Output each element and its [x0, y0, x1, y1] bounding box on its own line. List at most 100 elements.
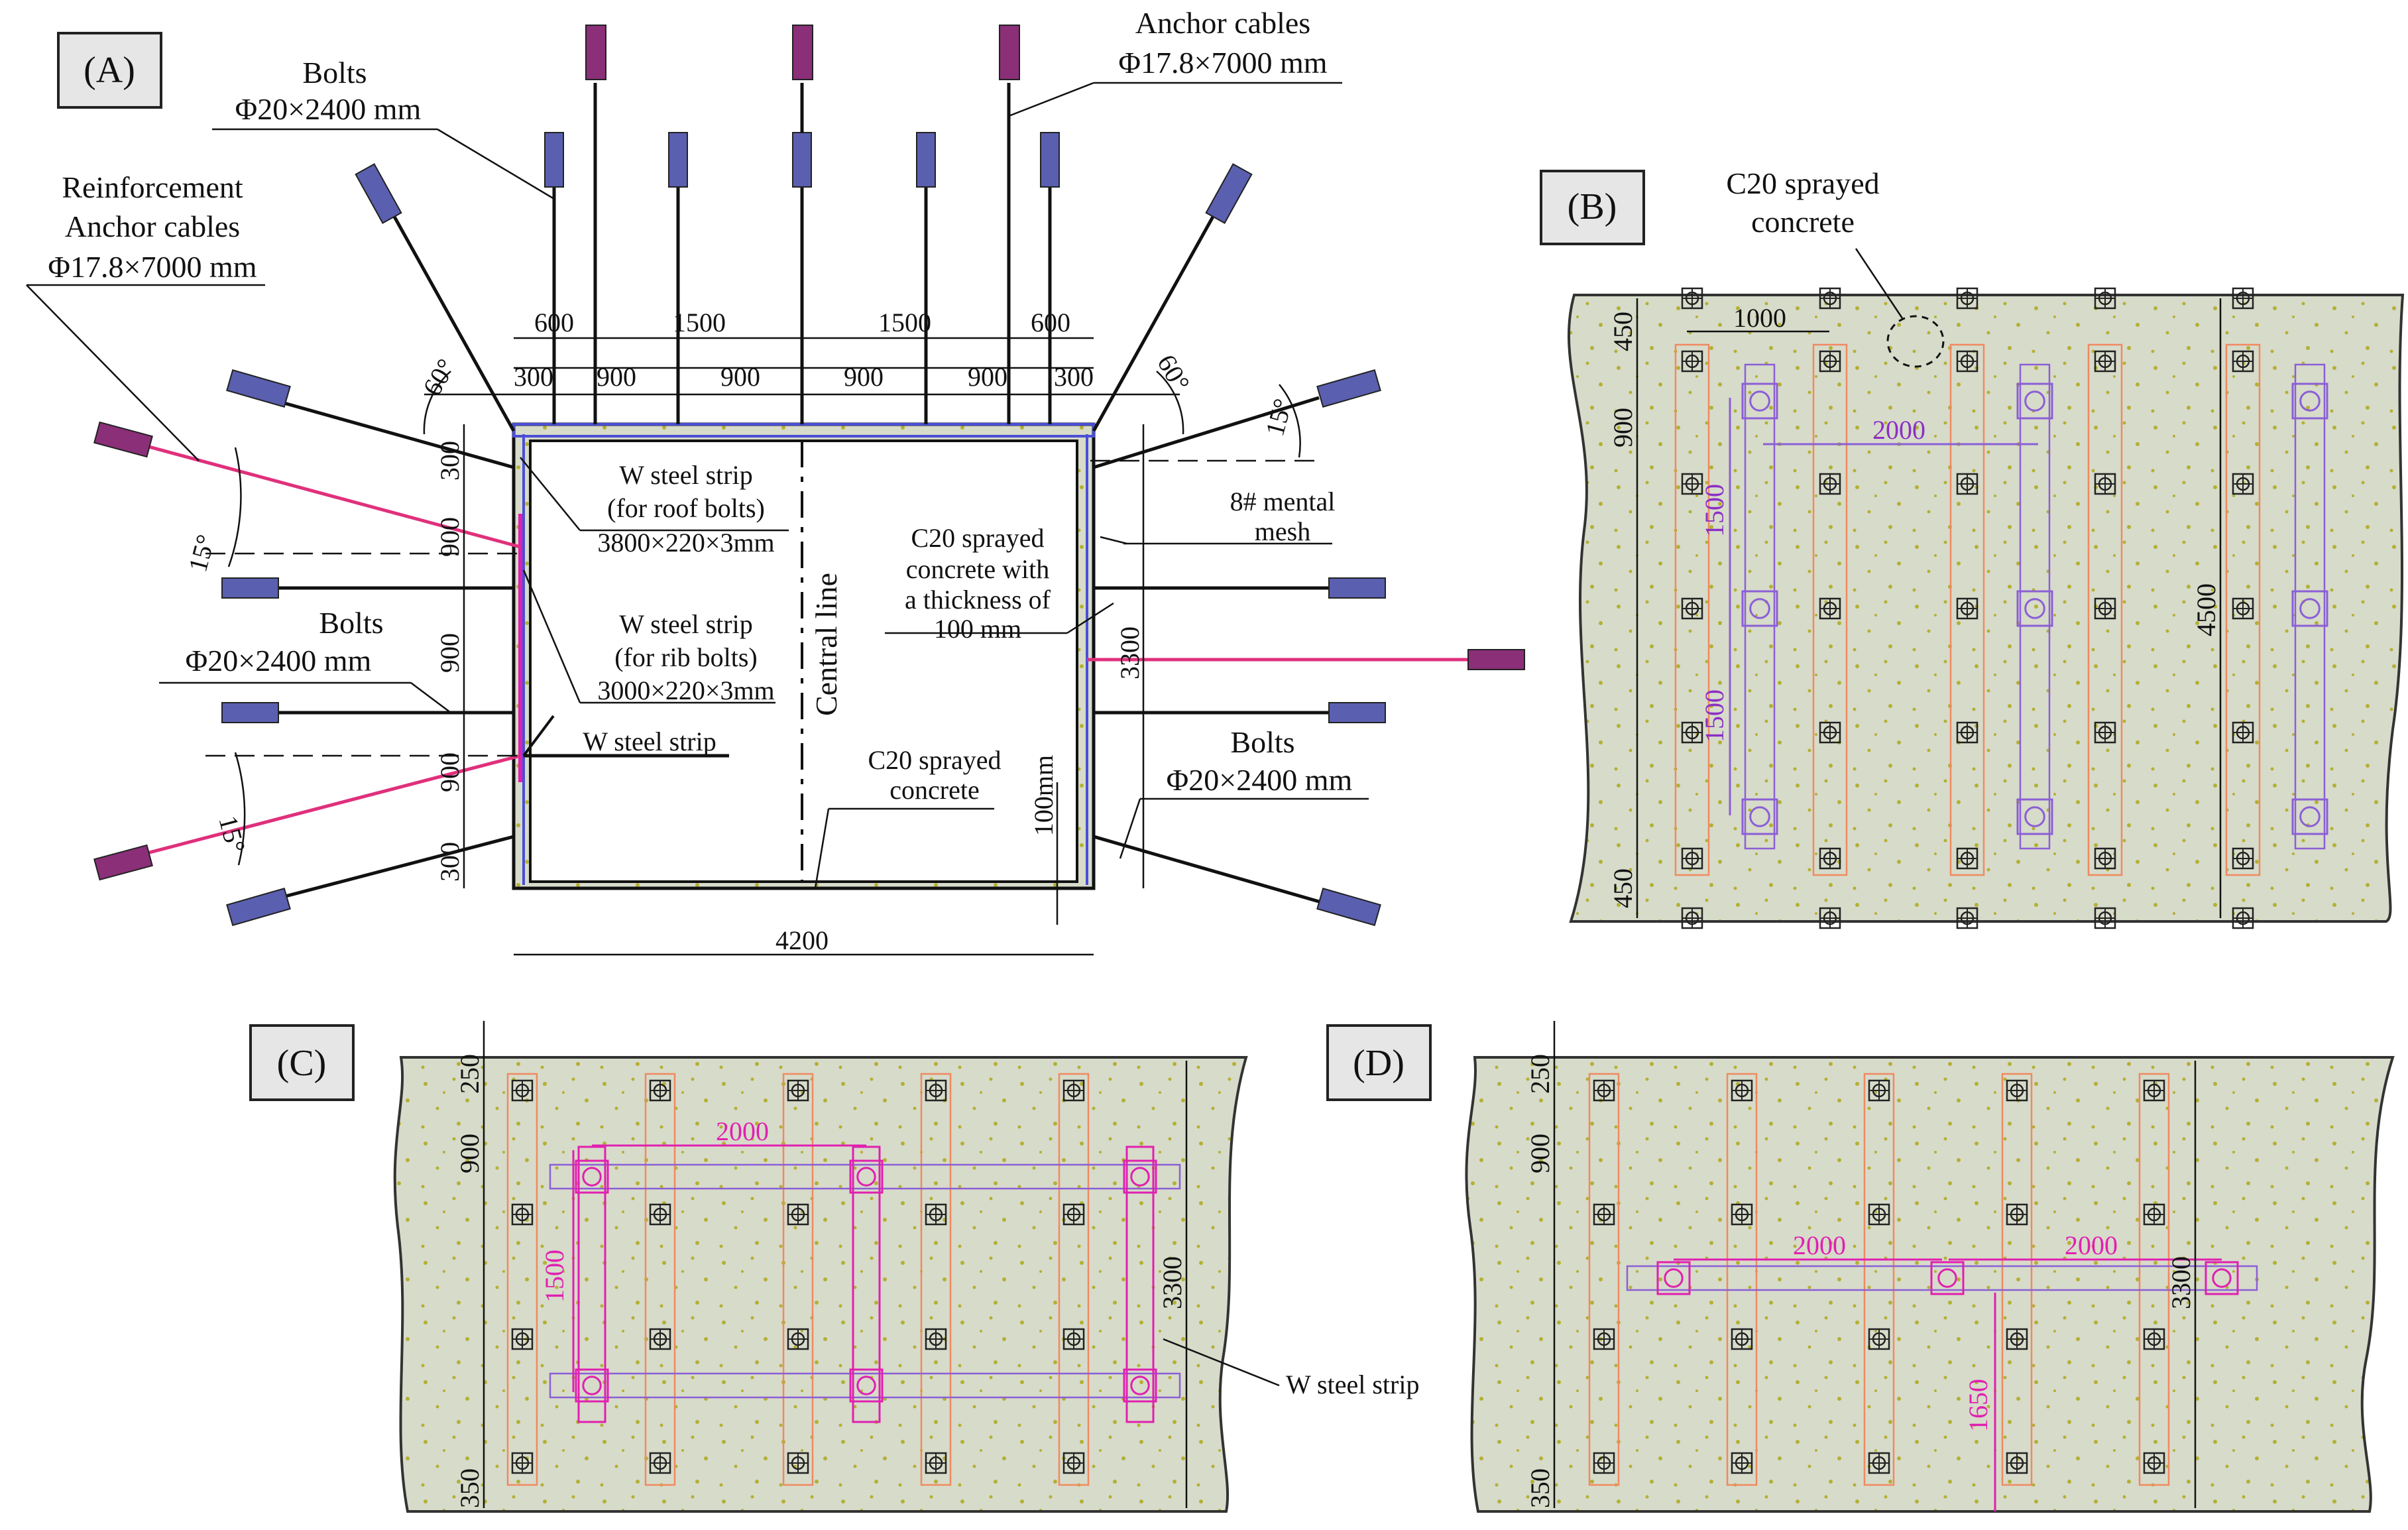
dim-300: 300: [435, 441, 465, 481]
strip-outline: [2225, 343, 2261, 876]
panel-c-strip-label: W steel strip: [1286, 1370, 1419, 1399]
panel-d-dim-3300: 3300: [2166, 1256, 2196, 1309]
bolt-head-icon: [1593, 1079, 1615, 1102]
panel-b-dim-1500: 1500: [1699, 484, 1729, 537]
bolt-plate-icon: [1328, 702, 1386, 723]
bolt-head-icon: [1868, 1452, 1890, 1474]
dim-900: 900: [435, 517, 465, 557]
rib-strip-size: 3000×220×3mm: [597, 676, 774, 705]
bolt-plate-icon: [1328, 577, 1386, 599]
metal-mesh-label: mesh: [1255, 516, 1310, 546]
sprayed-concrete-label: C20 sprayed: [911, 523, 1044, 553]
bolt-head-icon: [1681, 847, 1703, 870]
bolt-head-icon: [1062, 1079, 1085, 1102]
cable-head-icon: [1741, 382, 1778, 420]
panel-d: (D) 2000 2000 1650 250 900 350 3300: [1326, 1021, 2395, 1513]
angle-15-right: 15°: [1259, 396, 1298, 440]
bolt-plate-icon: [226, 887, 291, 927]
panel-d-dimension-lines: [1553, 1021, 2197, 1508]
cable-strip-outline: [549, 1372, 1181, 1399]
cable-anchor-icon: [1467, 649, 1525, 670]
dim-900: 900: [435, 633, 465, 673]
bolt-head-icon: [2232, 350, 2254, 373]
cable-anchor-icon: [93, 421, 153, 458]
reinforcement-anchor-label: Anchor cables: [65, 209, 240, 243]
bolt-head-icon: [2232, 597, 2254, 620]
strip-outline: [1588, 1073, 1620, 1486]
angle-15-upper: 15°: [182, 532, 221, 575]
bolt-head-icon: [649, 1203, 671, 1226]
cable-strip-outline: [1744, 363, 1776, 850]
bolt-head-icon: [1819, 597, 1841, 620]
roof-strip-label: W steel strip: [619, 460, 752, 490]
panel-c-dim-2000: 2000: [716, 1116, 769, 1146]
dim-300: 300: [435, 842, 465, 882]
cable-strip-outline: [549, 1163, 1181, 1190]
anchor-cables: [585, 25, 1020, 424]
panel-c-dim-250: 250: [455, 1054, 485, 1094]
panel-d-tag: (D): [1353, 1043, 1405, 1084]
dim-3300: 3300: [1115, 626, 1145, 679]
panel-d-dim-2000: 2000: [2065, 1230, 2118, 1260]
cable-head-icon: [2291, 590, 2328, 627]
panel-d-bolt-grid: [1593, 1079, 2239, 1474]
bolt-plate-icon: [355, 163, 402, 224]
bolt-head-icon: [1819, 473, 1841, 495]
panel-a-dimension-lines: [205, 337, 1322, 956]
panel-c-bolt-grid: [511, 1079, 1157, 1474]
bolt-head-icon: [1062, 1203, 1085, 1226]
bolt-head-icon: [1956, 907, 1978, 929]
bolt-head-icon: [1819, 847, 1841, 870]
panel-c-tag-box: [249, 1024, 355, 1101]
bolt-plate-icon: [668, 132, 688, 188]
bolt-head-icon: [2232, 721, 2254, 744]
bolt-head-icon: [2094, 847, 2116, 870]
bolt-head-icon: [511, 1079, 534, 1102]
bolt-head-icon: [1593, 1203, 1615, 1226]
bolt-plate-icon: [1316, 887, 1381, 927]
bolt-head-icon: [925, 1328, 947, 1350]
bolts-top-label: Bolts: [302, 56, 367, 89]
bolt-head-icon: [787, 1079, 809, 1102]
strip-outline: [1726, 1073, 1758, 1486]
cable-head-icon: [849, 1159, 884, 1194]
sprayed-concrete-label: concrete with: [906, 554, 1050, 584]
cable-head-icon: [2016, 382, 2053, 420]
bolt-head-icon: [787, 1452, 809, 1474]
angle-15-lower: 15°: [213, 813, 251, 856]
bolt-head-icon: [1868, 1328, 1890, 1350]
bolt-head-icon: [511, 1452, 534, 1474]
dim-600: 600: [1031, 308, 1070, 337]
bolt-head-icon: [1956, 473, 1978, 495]
panel-b-callout-circle: [1886, 315, 1945, 368]
bolt-head-icon: [1819, 287, 1841, 310]
panel-d-dim-900: 900: [1525, 1134, 1555, 1173]
strip-outline: [1812, 343, 1848, 876]
bolt-head-icon: [1731, 1452, 1753, 1474]
cable-anchor-icon: [792, 25, 813, 80]
bolt-head-icon: [1731, 1328, 1753, 1350]
panel-d-dim-1650: 1650: [1963, 1379, 1993, 1432]
bolt-head-icon: [787, 1328, 809, 1350]
dim-300: 300: [514, 362, 553, 392]
panel-a-tag-box: [57, 32, 162, 109]
strip-outline: [920, 1073, 952, 1486]
dim-1500: 1500: [878, 308, 931, 337]
dim-600: 600: [534, 308, 574, 337]
cable-head-icon: [1656, 1261, 1691, 1295]
panel-c-tag: (C): [277, 1043, 327, 1084]
rib-strip-purpose: (for rib bolts): [614, 642, 758, 672]
bolt-head-icon: [2006, 1079, 2028, 1102]
bolt-head-icon: [1681, 287, 1703, 310]
anchor-cables-label: Anchor cables: [1135, 6, 1310, 40]
bolt-head-icon: [1956, 597, 1978, 620]
panel-b-dimension-lines: [1636, 298, 2222, 918]
panel-c-concrete: [393, 1056, 1248, 1513]
panel-d-concrete: [1465, 1056, 2395, 1513]
panel-b-dim-450: 450: [1608, 312, 1638, 351]
panel-c-dim-900: 900: [455, 1134, 485, 1173]
cable-head-icon: [1930, 1261, 1965, 1295]
cable-head-icon: [849, 1368, 884, 1403]
cable-head-icon: [1123, 1368, 1157, 1403]
